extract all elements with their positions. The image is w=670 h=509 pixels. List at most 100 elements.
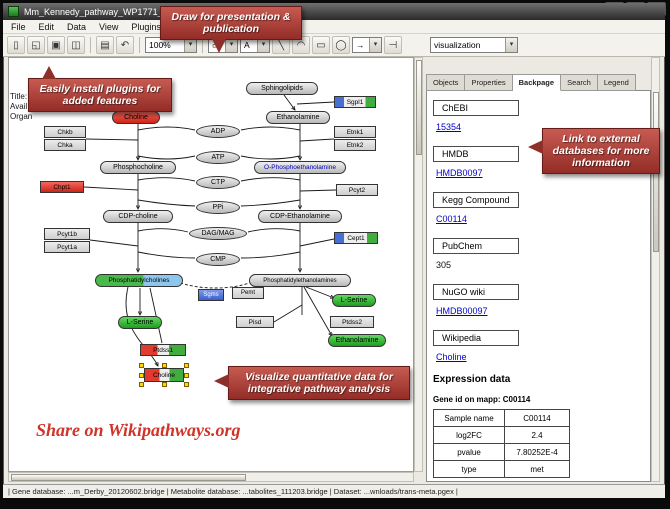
selection-handle[interactable] — [184, 363, 189, 368]
rect-tool-icon[interactable]: ▭ — [312, 36, 330, 54]
sidebar-scrollbar[interactable] — [651, 57, 660, 482]
pathway-node-l-serine-left[interactable]: L-Serine — [118, 316, 162, 329]
pathway-node-cdp-choline[interactable]: CDP-choline — [103, 210, 173, 223]
selection-handle[interactable] — [162, 363, 167, 368]
tab-properties[interactable]: Properties — [465, 74, 513, 91]
section-header: Wikipedia — [433, 330, 519, 346]
chevron-down-icon[interactable]: ▾ — [225, 38, 237, 52]
pathway-node-ethanolamine-top[interactable]: Ethanolamine — [266, 111, 330, 124]
external-link[interactable]: HMDB00097 — [436, 306, 488, 316]
external-link[interactable]: HMDB0097 — [436, 168, 483, 178]
pathway-node-adp[interactable]: ADP — [196, 125, 240, 138]
tab-backpage[interactable]: Backpage — [512, 74, 562, 91]
pathway-info-line: Avail — [10, 102, 28, 111]
pathway-node-pcyt1a[interactable]: Pcyt1a — [44, 241, 90, 253]
menu-plugins[interactable]: Plugins — [131, 21, 161, 32]
pathway-node-chka[interactable]: Chka — [44, 139, 86, 151]
scrollbar-thumb[interactable] — [11, 474, 246, 481]
pathway-node-dag-mag[interactable]: DAG/MAG — [189, 227, 247, 240]
chevron-down-icon[interactable]: ▾ — [369, 38, 381, 52]
arrow-combo[interactable]: →▾ — [352, 37, 382, 53]
tab-objects[interactable]: Objects — [426, 74, 466, 91]
pathway-node-pisd[interactable]: Pisd — [236, 316, 274, 328]
table-cell: Sample name — [433, 409, 505, 427]
selection-handle[interactable] — [162, 382, 167, 387]
toolbar-separator — [90, 37, 91, 53]
share-wikipathways-text: Share on Wikipathways.org — [36, 420, 241, 440]
pathway-node-ethanolamine-bottom[interactable]: Ethanolamine — [328, 334, 386, 347]
oval-tool-icon[interactable]: ◯ — [332, 36, 350, 54]
new-icon[interactable]: ▯ — [7, 36, 25, 54]
undo-icon[interactable]: ↶ — [116, 36, 134, 54]
callout-pointer — [42, 66, 56, 79]
callout-draw: Draw for presentation & publication — [160, 6, 302, 40]
pathway-node-chkb[interactable]: Chkb — [44, 126, 86, 138]
label-combo[interactable]: A▾ — [240, 37, 270, 53]
pathway-node-pemt[interactable]: Pemt — [232, 287, 264, 299]
pathway-node-phosphocholine[interactable]: Phosphocholine — [100, 161, 176, 174]
scrollbar-thumb[interactable] — [416, 60, 422, 155]
table-cell: type — [433, 460, 505, 478]
menu-edit[interactable]: Edit — [38, 21, 55, 32]
selection-handle[interactable] — [184, 382, 189, 387]
pathway-node-l-serine-right[interactable]: L-Serine — [332, 294, 376, 307]
pathway-node-etnk1[interactable]: Etnk1 — [334, 126, 376, 138]
callout-visualize: Visualize quantitative data for integrat… — [228, 366, 410, 400]
callout-pointer — [212, 39, 226, 53]
visualization-dropdown[interactable]: visualization ▾ — [430, 37, 518, 53]
pathway-node-atp[interactable]: ATP — [196, 151, 240, 164]
selection-handle[interactable] — [139, 363, 144, 368]
menu-data[interactable]: Data — [67, 21, 87, 32]
pathway-node-sphingolipids[interactable]: Sphingolipids — [246, 82, 318, 95]
pathway-node-choline-selected[interactable]: Choline — [144, 368, 184, 382]
save-icon[interactable]: ▣ — [47, 36, 65, 54]
tab-legend[interactable]: Legend — [597, 74, 636, 91]
export-icon[interactable]: ◫ — [67, 36, 85, 54]
pathway-node-cept1[interactable]: Cept1 — [334, 232, 378, 244]
table-cell: met — [504, 460, 570, 478]
menu-file[interactable]: File — [11, 21, 26, 32]
canvas-horizontal-scrollbar[interactable] — [8, 472, 414, 482]
window-title: Mm_Kennedy_pathway_WP1771_45176.gpml — [24, 6, 210, 17]
pathway-node-o-phosphoethanolamine[interactable]: O-Phosphoethanolamine — [254, 161, 346, 174]
pathway-node-ptdss1[interactable]: Ptdss1 — [140, 344, 186, 356]
title-bar[interactable]: Mm_Kennedy_pathway_WP1771_45176.gpml — [3, 3, 665, 20]
open-icon[interactable]: ◱ — [27, 36, 45, 54]
selection-handle[interactable] — [139, 373, 144, 378]
external-link[interactable]: 15354 — [436, 122, 462, 132]
pathway-node-choline-top[interactable]: Choline — [112, 111, 160, 124]
pathway-node-etnk2[interactable]: Etnk2 — [334, 139, 376, 151]
external-link[interactable]: C00114 — [436, 214, 467, 224]
pathway-node-phosphatidylethanolamines[interactable]: Phosphatidylethanolamines — [249, 274, 351, 287]
pathway-node-sgpl1[interactable]: Sgpl1 — [334, 96, 376, 108]
tbar-tool-icon[interactable]: ⊣ — [384, 36, 402, 54]
chevron-down-icon[interactable]: ▾ — [257, 38, 269, 52]
pathway-node-chpt1[interactable]: Chpt1 — [40, 181, 84, 193]
section-header: HMDB — [433, 146, 519, 162]
pathway-node-pcyt1b[interactable]: Pcyt1b — [44, 228, 90, 240]
selection-handle[interactable] — [184, 373, 189, 378]
tab-search[interactable]: Search — [561, 74, 598, 91]
pathway-node-pcyt2[interactable]: Pcyt2 — [336, 184, 378, 196]
selection-handle[interactable] — [139, 382, 144, 387]
pathway-node-cmp[interactable]: CMP — [196, 253, 240, 266]
pathway-node-ctp[interactable]: CTP — [196, 176, 240, 189]
pathway-node-sgms[interactable]: Sgms — [198, 289, 224, 301]
external-link[interactable]: Choline — [436, 352, 467, 362]
pathway-node-ptdss2[interactable]: Ptdss2 — [330, 316, 374, 328]
chevron-down-icon[interactable]: ▾ — [184, 38, 196, 52]
pathway-node-cdp-ethanolamine[interactable]: CDP-Ethanolamine — [258, 210, 342, 223]
line-tool-icon[interactable]: ╲ — [272, 36, 290, 54]
pathway-node-ppi[interactable]: PPi — [196, 201, 240, 214]
copy-icon[interactable]: ▤ — [96, 36, 114, 54]
pathway-node-phosphatidylcholines[interactable]: Phosphatidylcholines — [95, 274, 183, 287]
menu-view[interactable]: View — [99, 21, 119, 32]
chevron-down-icon[interactable]: ▾ — [505, 38, 517, 52]
toolbar-separator — [202, 37, 203, 53]
canvas-vertical-scrollbar[interactable] — [414, 57, 423, 472]
